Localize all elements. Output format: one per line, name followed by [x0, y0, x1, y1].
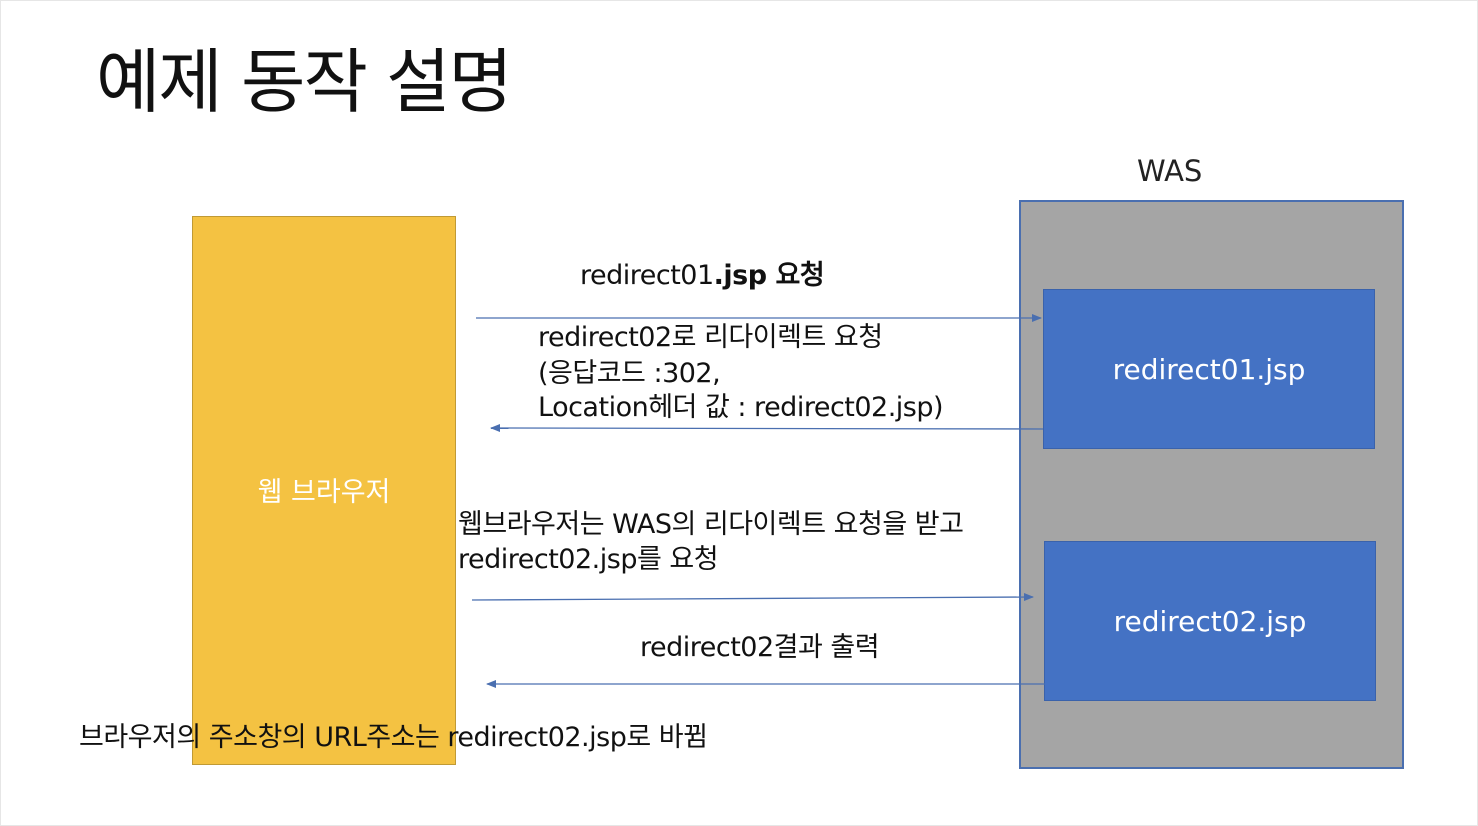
result-output-label: redirect02결과 출력 [640, 632, 880, 663]
request-redirect01-prefix: redirect01 [580, 260, 714, 291]
redirect02-jsp-label: redirect02.jsp [1113, 604, 1307, 638]
footer-note: 브라우저의 주소창의 URL주소는 redirect02.jsp로 바뀜 [79, 722, 708, 753]
web-browser-box [192, 216, 456, 765]
redirect01-jsp-box: redirect01.jsp [1043, 289, 1375, 449]
redirect-response-line-2: (응답코드 :302, [538, 358, 721, 389]
request-redirect01-suffix: .jsp 요청 [713, 260, 825, 291]
redirect01-jsp-label: redirect01.jsp [1112, 352, 1306, 386]
web-browser-label: 웹 브라우저 [257, 477, 391, 508]
request-redirect01-label: redirect01.jsp 요청 [580, 260, 825, 292]
browser-request-line-1: 웹브라우저는 WAS의 리다이렉트 요청을 받고 [458, 509, 964, 540]
redirect-response-line-1: redirect02로 리다이렉트 요청 [538, 322, 883, 353]
redirect-response-line-3: Location헤더 값 : redirect02.jsp) [538, 392, 944, 423]
was-label: WAS [1137, 154, 1203, 188]
browser-request-line-2: redirect02.jsp를 요청 [458, 544, 719, 575]
slide-title: 예제 동작 설명 [96, 41, 513, 123]
redirect02-jsp-box: redirect02.jsp [1044, 541, 1376, 701]
